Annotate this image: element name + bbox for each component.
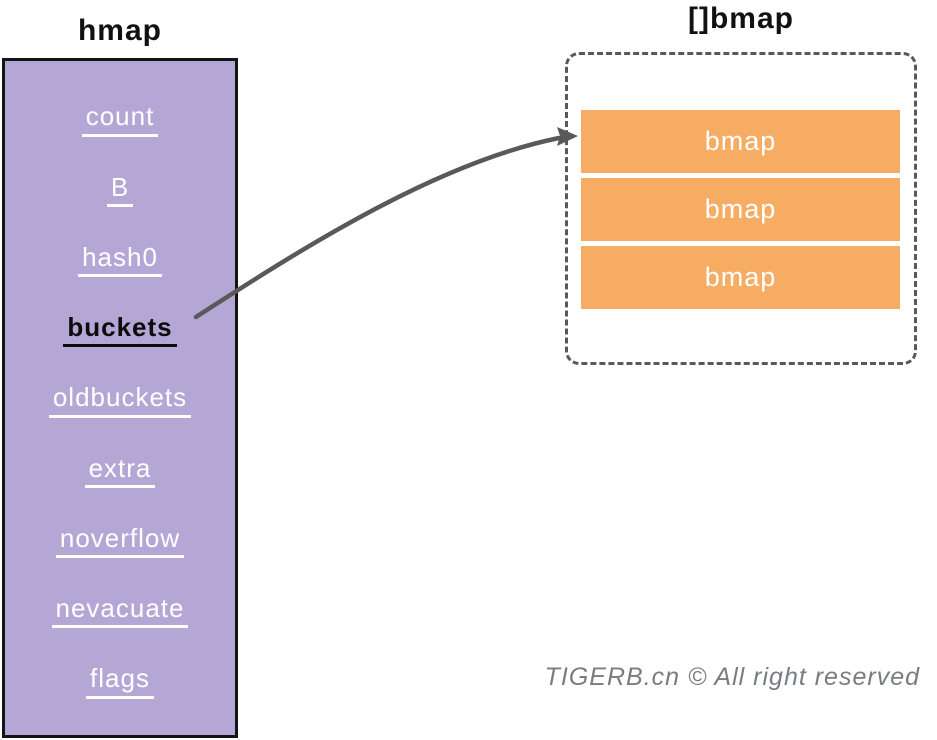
bmap-item: bmap: [581, 178, 900, 241]
field-hash0-label: hash0: [78, 243, 162, 278]
field-hash0: hash0: [5, 225, 235, 295]
bmap-rows: bmap bmap bmap: [581, 110, 900, 314]
field-buckets-label: buckets: [63, 313, 177, 348]
arrow-curve: [193, 135, 562, 320]
field-extra: extra: [5, 436, 235, 506]
watermark: TIGERB.cn © All right reserved: [544, 663, 920, 691]
bmap-array-title: []bmap: [688, 2, 794, 35]
field-b-label: B: [106, 173, 134, 207]
field-count: count: [5, 85, 235, 155]
hmap-struct-box: count B hash0 buckets oldbuckets extra n…: [2, 58, 238, 738]
field-oldbuckets: oldbuckets: [5, 366, 235, 436]
field-flags-label: flags: [86, 664, 154, 699]
hmap-title: hmap: [77, 14, 162, 47]
field-count-label: count: [81, 103, 159, 137]
field-buckets: buckets: [5, 296, 235, 366]
bmap-item: bmap: [581, 246, 900, 309]
field-noverflow-label: noverflow: [55, 524, 185, 559]
field-noverflow: noverflow: [5, 506, 235, 576]
bmap-array-box: bmap bmap bmap: [565, 52, 917, 365]
field-extra-label: extra: [84, 454, 156, 488]
field-oldbuckets-label: oldbuckets: [48, 384, 192, 418]
bmap-item: bmap: [581, 110, 900, 173]
field-b: B: [5, 155, 235, 225]
field-nevacuate: nevacuate: [5, 577, 235, 647]
field-flags: flags: [5, 647, 235, 717]
field-nevacuate-label: nevacuate: [51, 594, 189, 629]
